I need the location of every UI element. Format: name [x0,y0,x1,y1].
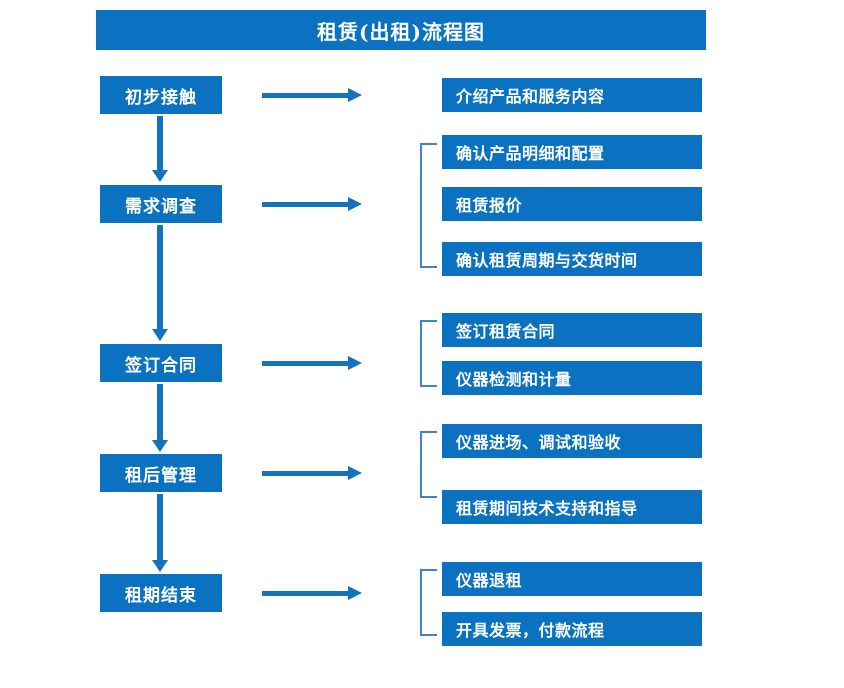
down-arrow-icon [152,494,168,572]
arrow-head [152,170,168,182]
detail-box-rental-quotation[interactable]: 租赁报价 [442,187,702,221]
arrow-shaft [157,494,163,560]
stage-label: 租后管理 [125,465,197,486]
right-arrow-icon [262,356,362,370]
detail-box-technical-support[interactable]: 租赁期间技术支持和指导 [442,490,702,524]
stage-box-initial-contact[interactable]: 初步接触 [100,76,222,114]
detail-box-sign-rental-contract[interactable]: 签订租赁合同 [442,313,702,347]
arrow-shaft [262,202,348,207]
detail-box-confirm-product-spec[interactable]: 确认产品明细和配置 [442,135,702,169]
detail-label: 确认租赁周期与交货时间 [456,251,638,270]
right-arrow-icon [262,586,362,600]
detail-label: 开具发票，付款流程 [456,621,605,640]
group-bracket-icon-post-rental-mgmt [420,431,437,498]
detail-label: 介绍产品和服务内容 [456,87,605,106]
stage-box-sign-contract[interactable]: 签订合同 [100,344,222,382]
arrow-head [348,466,362,480]
arrow-shaft [262,471,348,476]
detail-label: 租赁报价 [456,196,523,215]
stage-label: 签订合同 [125,355,197,376]
stage-box-needs-survey[interactable]: 需求调查 [100,185,222,223]
arrow-shaft [157,384,163,440]
detail-box-instrument-arrival-commissioning[interactable]: 仪器进场、调试和验收 [442,424,702,458]
arrow-shaft [157,225,163,329]
down-arrow-icon [152,225,168,341]
detail-label: 仪器进场、调试和验收 [456,433,622,452]
arrow-shaft [262,591,348,596]
arrow-head [152,560,168,572]
detail-box-invoice-payment[interactable]: 开具发票，付款流程 [442,612,702,646]
arrow-head [348,586,362,600]
group-bracket-icon-sign-contract [420,320,437,387]
group-bracket-icon-needs-survey [420,143,437,268]
arrow-head [348,356,362,370]
right-arrow-icon [262,466,362,480]
stage-label: 需求调查 [125,196,197,217]
detail-label: 仪器检测和计量 [456,370,572,389]
stage-label: 初步接触 [125,87,197,108]
page-title: 租赁(出租)流程图 [317,19,485,44]
stage-box-post-rental-mgmt[interactable]: 租后管理 [100,454,222,492]
detail-box-confirm-period-delivery[interactable]: 确认租赁周期与交货时间 [442,242,702,276]
arrow-head [348,197,362,211]
detail-label: 仪器退租 [456,571,523,590]
down-arrow-icon [152,384,168,452]
right-arrow-icon [262,88,362,102]
detail-label: 租赁期间技术支持和指导 [456,499,638,518]
down-arrow-icon [152,116,168,182]
flowchart-title-banner: 租赁(出租)流程图 [96,10,706,50]
detail-box-intro-products-services[interactable]: 介绍产品和服务内容 [442,78,702,112]
stage-label: 租期结束 [125,585,197,606]
arrow-head [152,329,168,341]
detail-box-instrument-return[interactable]: 仪器退租 [442,562,702,596]
detail-label: 确认产品明细和配置 [456,144,605,163]
right-arrow-icon [262,197,362,211]
arrow-head [348,88,362,102]
group-bracket-icon-lease-end [420,569,437,636]
detail-label: 签订租赁合同 [456,322,556,341]
arrow-shaft [262,361,348,366]
detail-box-instrument-inspection[interactable]: 仪器检测和计量 [442,361,702,395]
arrow-shaft [157,116,163,170]
stage-box-lease-end[interactable]: 租期结束 [100,574,222,612]
arrow-head [152,440,168,452]
arrow-shaft [262,93,348,98]
